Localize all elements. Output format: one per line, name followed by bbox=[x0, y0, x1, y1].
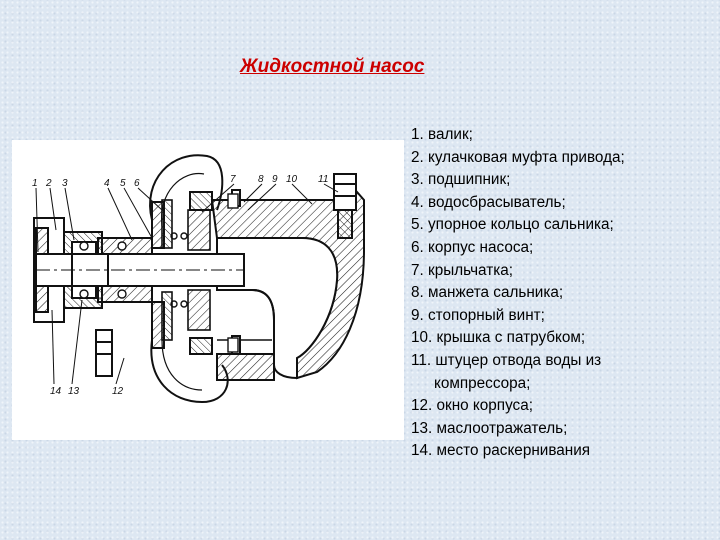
parts-legend: 1. валик; 2. кулачковая муфта привода; 3… bbox=[411, 124, 625, 463]
callout-4: 4 bbox=[104, 178, 110, 189]
callout-10: 10 bbox=[286, 174, 298, 185]
legend-item: 13. маслоотражатель; bbox=[411, 419, 568, 437]
callout-2: 2 bbox=[45, 178, 52, 189]
callout-14: 14 bbox=[50, 386, 62, 397]
pump-cross-section-diagram: 1 2 3 4 5 6 7 8 9 10 11 14 13 12 bbox=[12, 140, 404, 440]
legend-item: 11. штуцер отвода воды из bbox=[411, 351, 602, 369]
slide-title: Жидкостной насос bbox=[240, 56, 425, 77]
legend-item: 9. стопорный винт; bbox=[411, 306, 545, 324]
legend-item: 10. крышка с патрубком; bbox=[411, 329, 586, 347]
callout-5: 5 bbox=[120, 178, 126, 189]
legend-item: 4. водосбрасыватель; bbox=[411, 193, 566, 211]
callout-7: 7 bbox=[230, 174, 236, 185]
callout-11: 11 bbox=[318, 174, 328, 185]
legend-item: 7. крыльчатка; bbox=[411, 261, 514, 279]
callout-labels: 1 2 3 4 5 6 7 8 9 10 11 14 13 12 bbox=[32, 174, 328, 397]
legend-item: 3. подшипник; bbox=[411, 171, 511, 189]
cover-with-outlet-pipe bbox=[210, 189, 365, 381]
legend-item-continuation: компрессора; bbox=[434, 374, 531, 392]
callout-9: 9 bbox=[272, 174, 278, 185]
legend-item: 8. манжета сальника; bbox=[411, 284, 564, 302]
drive-coupling bbox=[33, 217, 153, 377]
callout-12: 12 bbox=[112, 386, 124, 397]
legend-item: 5. упорное кольцо сальника; bbox=[411, 216, 614, 234]
callout-6: 6 bbox=[134, 178, 140, 189]
legend-item: 2. кулачковая муфта привода; bbox=[411, 148, 625, 166]
legend-item: 6. корпус насоса; bbox=[411, 238, 534, 256]
water-outlet-fitting bbox=[333, 173, 357, 239]
leader-lines bbox=[35, 183, 339, 385]
legend-item: 1. валик; bbox=[411, 126, 473, 143]
callout-3: 3 bbox=[62, 178, 68, 189]
callout-13: 13 bbox=[68, 386, 80, 397]
impeller bbox=[161, 199, 211, 341]
callout-8: 8 bbox=[258, 174, 264, 185]
legend-item: 12. окно корпуса; bbox=[411, 397, 533, 415]
shaft bbox=[35, 253, 245, 287]
callout-1: 1 bbox=[32, 178, 38, 189]
legend-item: 14. место раскернивания bbox=[411, 442, 591, 460]
locking-screws bbox=[227, 193, 239, 353]
